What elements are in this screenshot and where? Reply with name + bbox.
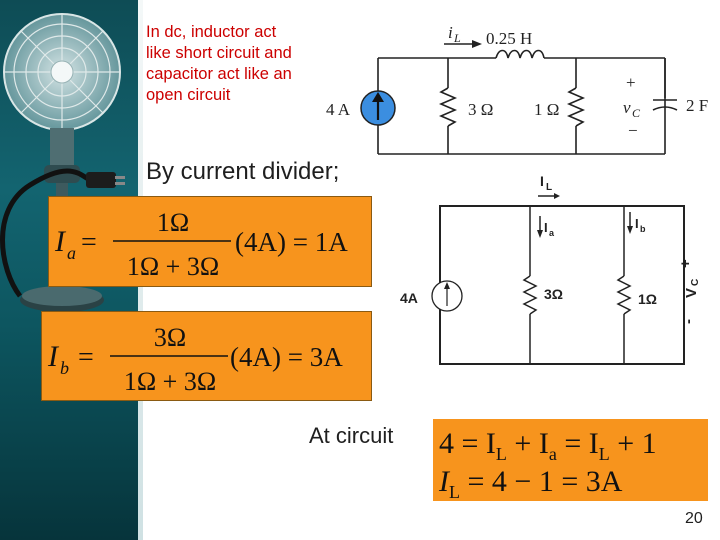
capacitor-label: 2 F	[686, 96, 708, 115]
vc-label: v	[623, 98, 631, 117]
kvl-term: + I	[507, 427, 549, 460]
ib-label: I	[635, 216, 639, 231]
kvl-term: 4 = I	[439, 427, 496, 460]
eq-numerator: 3Ω	[154, 323, 186, 352]
at-circuit-label: At circuit	[309, 423, 394, 448]
eq-lhs: I	[47, 340, 60, 373]
eq-numerator: 1Ω	[157, 208, 189, 237]
intro-line: capacitor act like an	[146, 65, 292, 83]
vc-minus: −	[628, 121, 638, 140]
r1-label: 3 Ω	[468, 100, 493, 119]
inductor-label: 0.25 H	[486, 29, 532, 48]
il-label: I	[540, 173, 544, 189]
page-number: 20	[685, 510, 703, 527]
eq-denominator: 1Ω + 3Ω	[127, 252, 219, 281]
source-label: 4A	[400, 290, 418, 306]
source-label: 4 A	[326, 100, 351, 119]
kvl-term: = 4 − 1 = 3A	[460, 465, 623, 498]
eq-subscript: a	[67, 243, 76, 263]
svg-text:=: =	[78, 342, 94, 373]
eq-rhs: (4A) = 3A	[230, 342, 343, 372]
ib-subscript: b	[640, 224, 646, 234]
il-subscript: L	[453, 31, 461, 45]
kvl-term: I	[438, 465, 451, 498]
kvl-sub: a	[549, 444, 557, 464]
vc-label: V	[683, 288, 700, 298]
vc-minus: -	[680, 319, 697, 324]
equation-ia: I a = 1Ω 1Ω + 3Ω (4A) = 1A	[48, 196, 372, 287]
il-subscript: L	[546, 182, 552, 193]
kvl-term: = I	[557, 427, 599, 460]
kvl-sub: L	[449, 482, 460, 501]
intro-line: open circuit	[146, 86, 231, 104]
equation-ib: I b = 3Ω 1Ω + 3Ω (4A) = 3A	[41, 311, 372, 401]
intro-line: In dc, inductor act	[146, 23, 277, 41]
eq-rhs: (4A) = 1A	[235, 227, 348, 257]
il-label: i	[448, 23, 453, 42]
vc-plus: +	[626, 73, 636, 92]
vc-subscript: C	[632, 106, 641, 120]
r2-label: 1Ω	[638, 291, 657, 307]
eq-denominator: 1Ω + 3Ω	[124, 367, 216, 396]
kvl-sub: L	[496, 444, 507, 464]
intro-text: In dc, inductor act like short circuit a…	[146, 22, 376, 106]
section-title: By current divider;	[146, 158, 340, 185]
dc-circuit-diagram: I L I a I b 4A 3Ω 1Ω + V C -	[400, 173, 701, 365]
vc-subscript: C	[690, 279, 701, 286]
r2-label: 1 Ω	[534, 100, 559, 119]
eq-lhs: I	[54, 225, 67, 258]
r1-label: 3Ω	[544, 286, 563, 302]
svg-text:=: =	[81, 227, 97, 258]
ia-subscript: a	[549, 228, 555, 238]
eq-subscript: b	[60, 358, 69, 378]
svg-text:4 = IL + Ia = IL + 1: 4 = IL + Ia = IL + 1	[439, 427, 657, 464]
svg-text:IL = 4 − 1 = 3A: IL = 4 − 1 = 3A	[438, 465, 623, 501]
equation-kvl: 4 = IL + Ia = IL + 1 IL = 4 − 1 = 3A	[433, 419, 708, 502]
intro-line: like short circuit and	[146, 44, 292, 62]
lc-circuit-diagram: i L 0.25 H 4 A 3 Ω 1 Ω + v C − 2 F	[326, 23, 708, 155]
kvl-term: + 1	[610, 427, 657, 460]
ia-label: I	[544, 220, 548, 235]
kvl-sub: L	[599, 444, 610, 464]
vc-plus: +	[677, 259, 694, 268]
